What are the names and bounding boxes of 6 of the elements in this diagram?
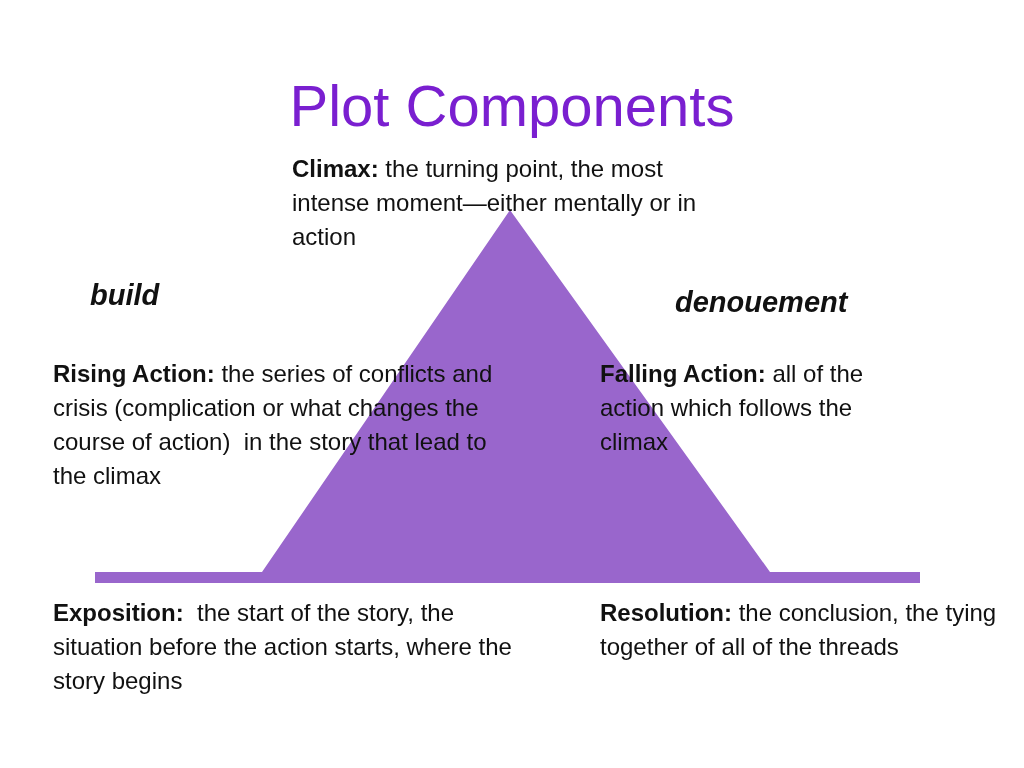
phase-label: build [90,278,161,312]
exposition-description: Exposition: the start of the story, the situation before the action starts, where the story begins [53,598,513,696]
resolution-description: Resolution: the conclusion, the tying together of all of the threads [600,598,998,662]
phase-label: denouement [675,285,850,319]
title: Plot Components [288,72,736,139]
climax-description: Climax: the turning point, the most intense moment—either mentally or in action [292,154,698,252]
